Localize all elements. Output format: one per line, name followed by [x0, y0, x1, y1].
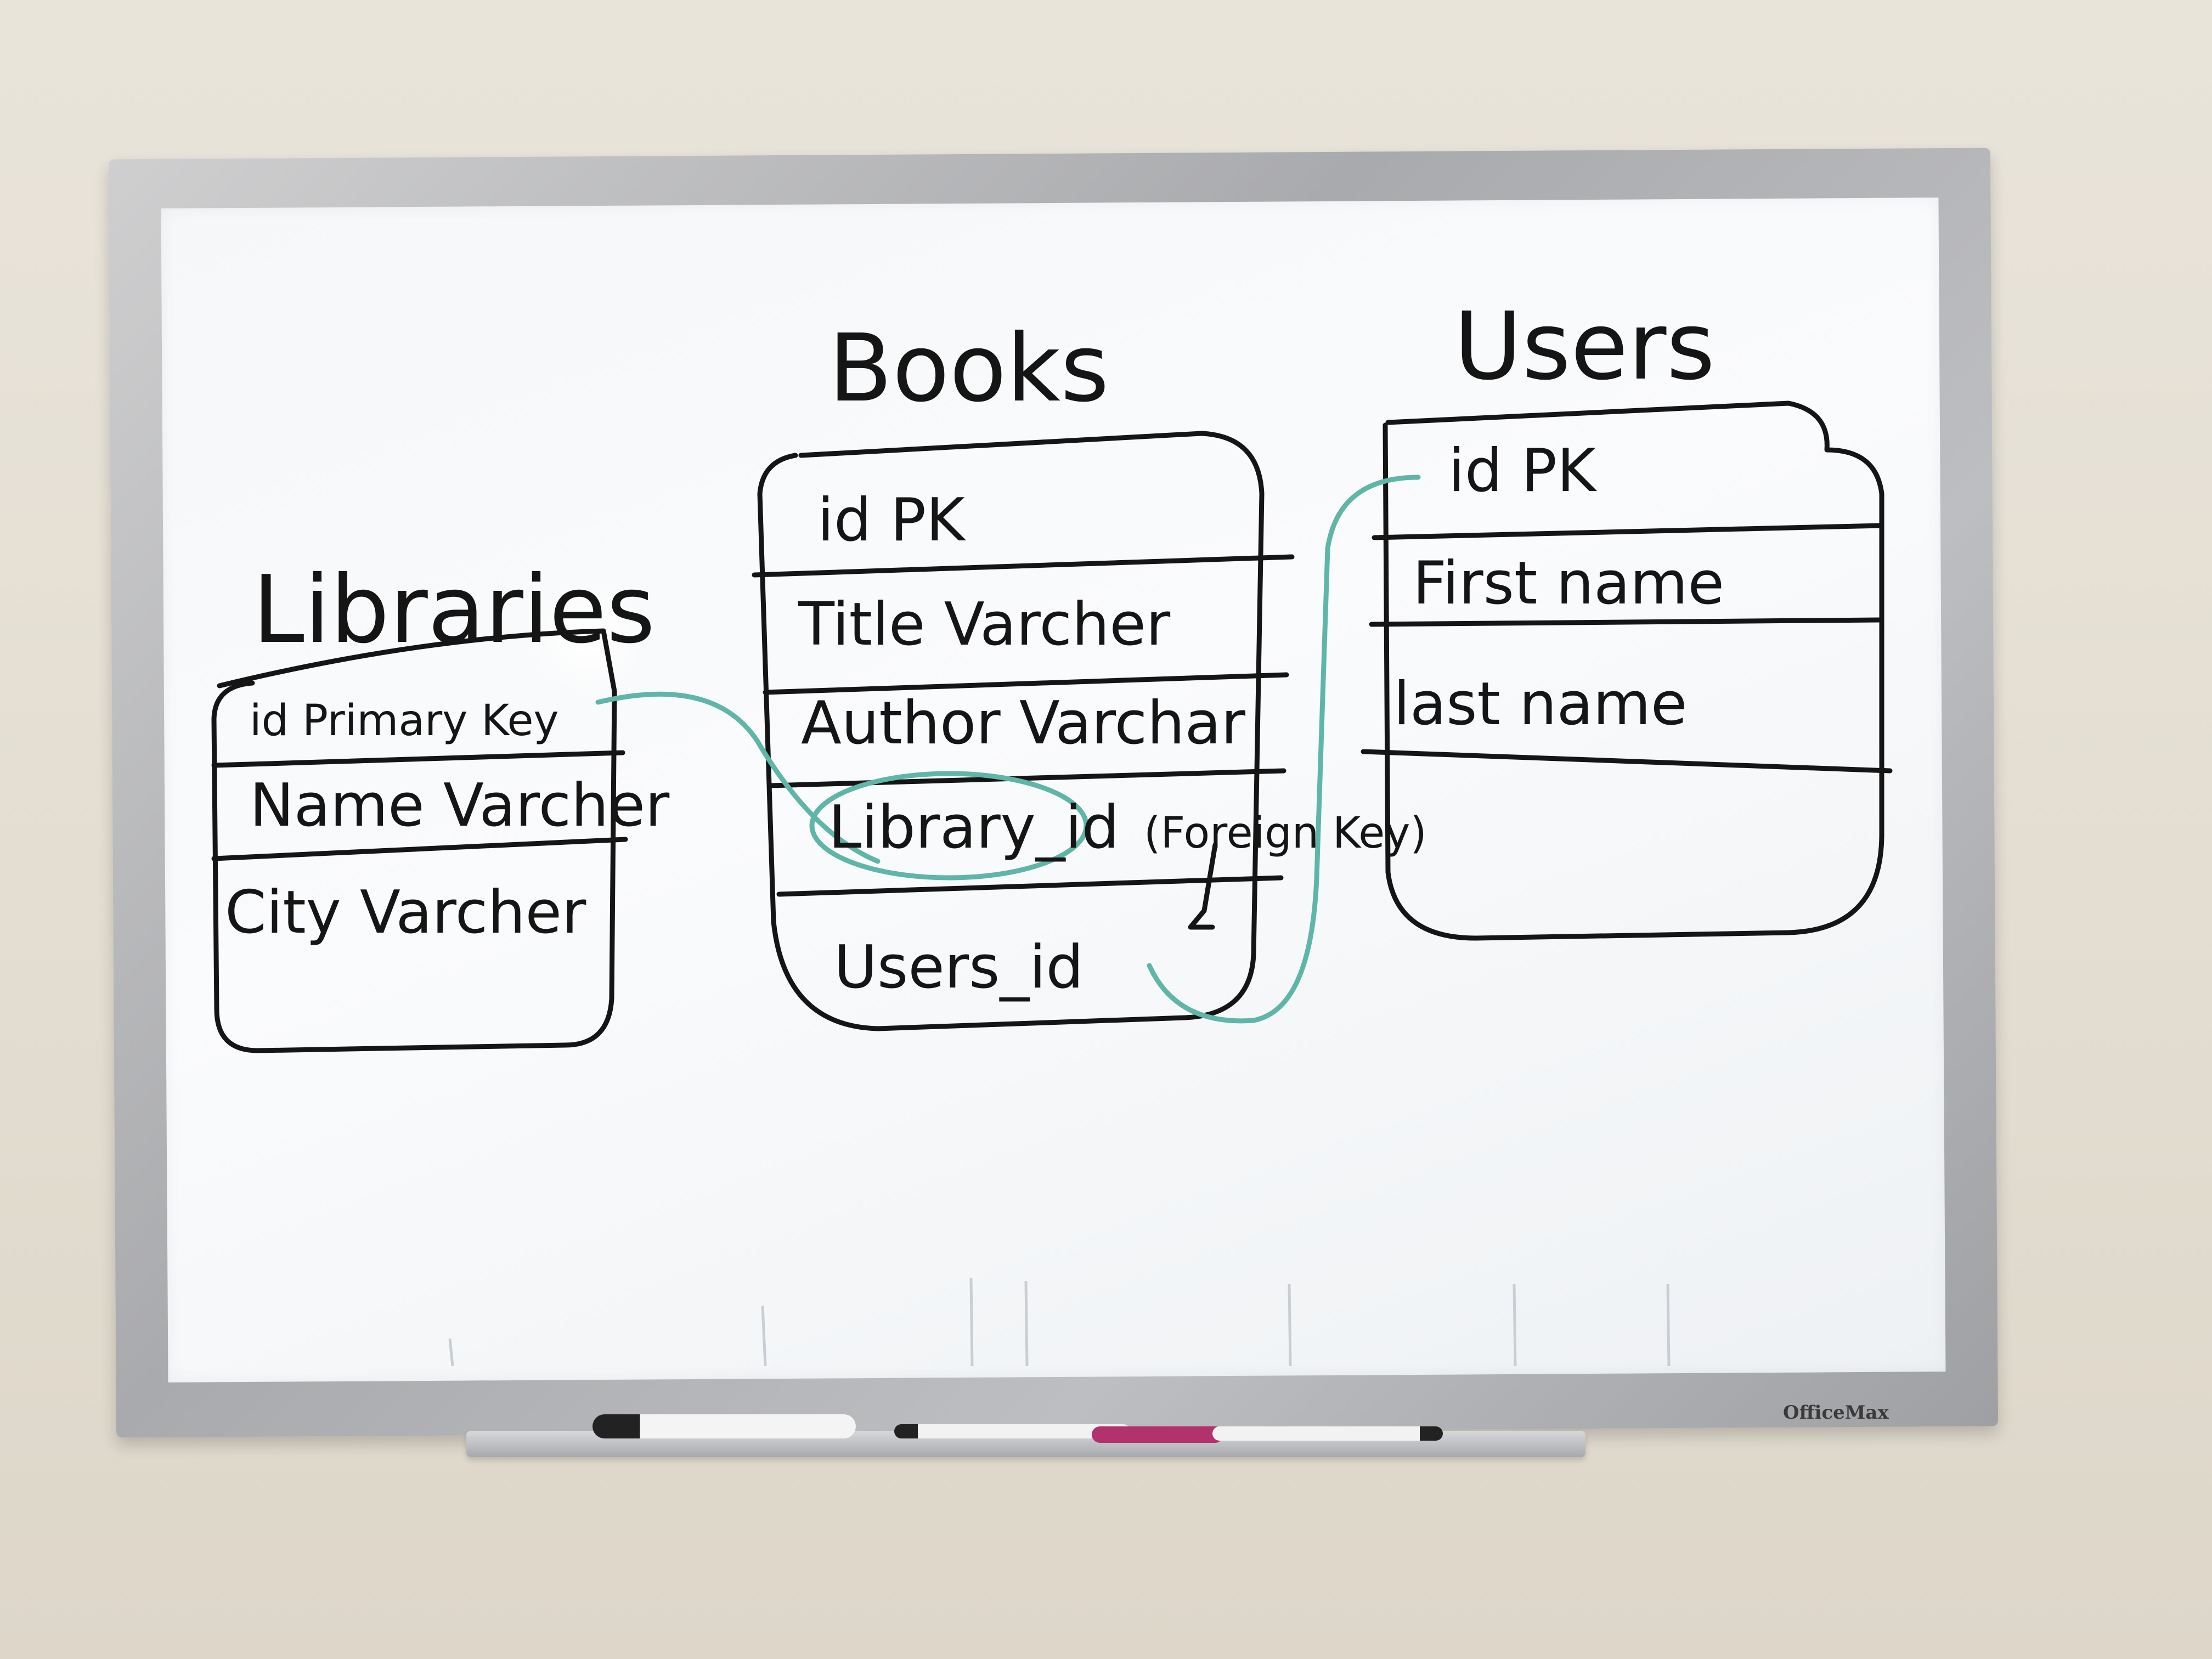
- books-row-divider: [776, 875, 1284, 897]
- users-row-2: First name: [1413, 549, 1724, 618]
- library-id-circle: [809, 771, 1089, 881]
- libraries-row-1: id Primary Key: [250, 696, 559, 746]
- erased-mark: [1024, 1280, 1029, 1367]
- users-table-outline: [1383, 400, 1884, 941]
- fk-arrow-mark: [1188, 842, 1218, 930]
- books-row-4: Library_id: [828, 793, 1119, 862]
- users-row-divider: [1369, 617, 1882, 627]
- libraries-table-outline: [211, 628, 617, 1053]
- erased-mark: [1666, 1283, 1671, 1367]
- users-row-3: last name: [1393, 670, 1687, 738]
- users-books-link-line: [1147, 475, 1421, 1024]
- erased-mark: [448, 1338, 454, 1367]
- users-row-1: id PK: [1448, 437, 1598, 505]
- libraries-row-3: City Varcher: [225, 878, 586, 947]
- users-row-divider: [1361, 749, 1893, 774]
- books-row-1: id PK: [817, 486, 967, 555]
- libraries-books-link-line: [595, 691, 881, 864]
- erased-mark: [969, 1278, 974, 1367]
- light-glare: [527, 576, 647, 697]
- users-title: Users: [1454, 292, 1715, 401]
- marker-slim-white-2[interactable]: [1212, 1426, 1443, 1441]
- erased-mark: [761, 1305, 767, 1367]
- brand-logo: OfficeMax: [1783, 1402, 1889, 1424]
- libraries-row-2: Name Varcher: [250, 771, 670, 840]
- books-row-divider: [768, 768, 1286, 788]
- books-row-divider: [752, 554, 1295, 578]
- libraries-title: Libraries: [252, 556, 655, 664]
- books-row-divider: [763, 672, 1289, 695]
- libraries-row-divider: [211, 837, 628, 861]
- books-row-2: Title Varcher: [798, 590, 1171, 659]
- users-row-divider: [1372, 523, 1884, 540]
- erased-mark: [1513, 1283, 1517, 1367]
- books-row-3: Author Varchar: [801, 689, 1246, 758]
- books-fk-note: (Foreign Key): [1144, 809, 1427, 858]
- marker-white[interactable]: [592, 1414, 856, 1438]
- books-title: Books: [828, 314, 1109, 423]
- erased-mark: [1288, 1283, 1292, 1367]
- books-table-outline: [757, 431, 1265, 1031]
- libraries-row-divider: [211, 750, 625, 768]
- marker-magenta[interactable]: [1092, 1426, 1223, 1443]
- books-row-5: Users_id: [834, 933, 1084, 1002]
- marker-slim-white[interactable]: [894, 1424, 1130, 1438]
